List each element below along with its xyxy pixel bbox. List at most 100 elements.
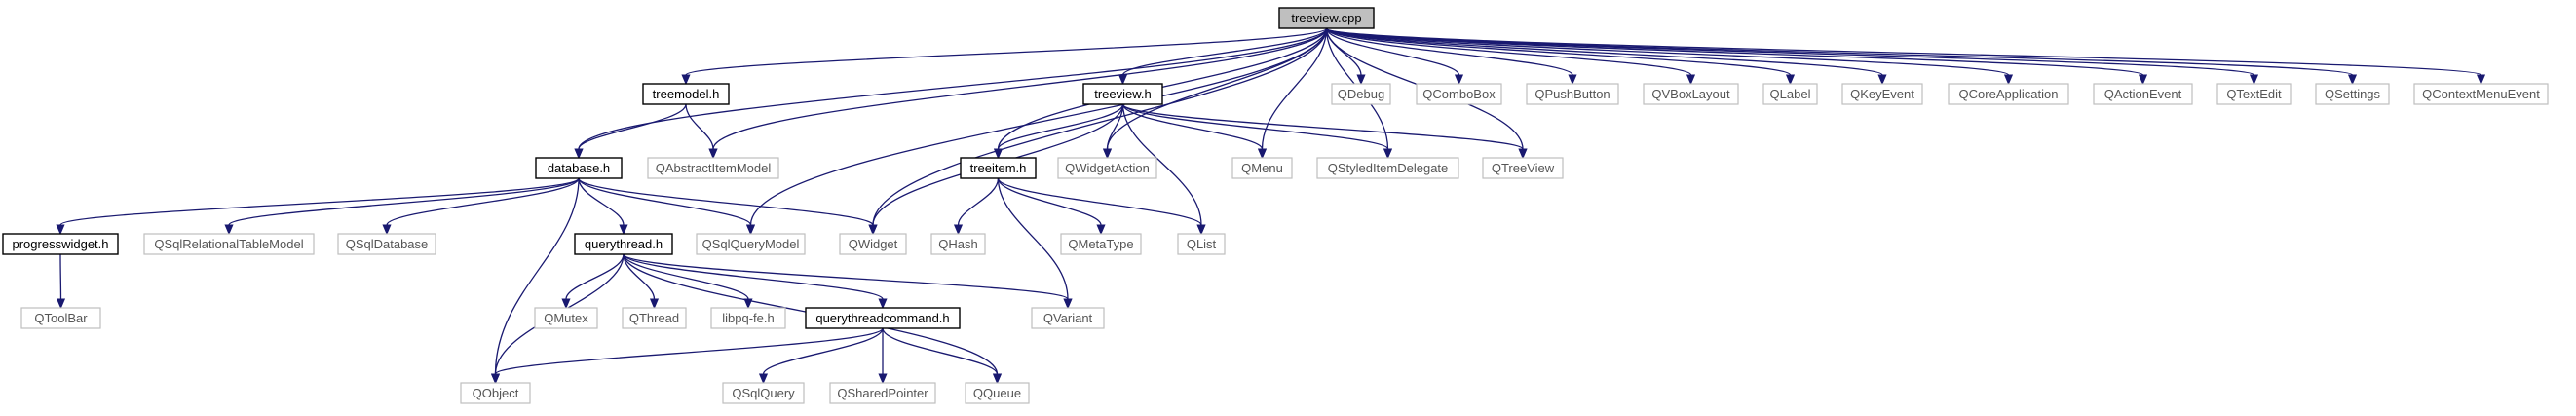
node-box bbox=[1031, 307, 1105, 329]
node-box bbox=[647, 157, 779, 179]
edge-line bbox=[685, 103, 714, 150]
node-box bbox=[20, 307, 101, 329]
edge-database-h-to-qsqldatabase bbox=[382, 177, 580, 236]
edge-line bbox=[957, 177, 1000, 226]
node-qsharedpointer: QSharedPointer bbox=[829, 382, 936, 404]
node-qlabel: QLabel bbox=[1762, 83, 1818, 105]
node-libpq-fe-h: libpq-fe.h bbox=[710, 307, 786, 329]
node-label: QSqlDatabase bbox=[346, 237, 429, 251]
node-box bbox=[1316, 157, 1459, 179]
edge-treeview-cpp-to-qkeyevent bbox=[1325, 27, 1887, 86]
edge-line bbox=[1325, 27, 2482, 76]
arrowhead-icon bbox=[1568, 74, 1577, 86]
edge-treeview-cpp-to-qpushbutton bbox=[1325, 27, 1577, 86]
node-qsqlquerymodel: QSqlQueryModel bbox=[696, 233, 806, 255]
arrowhead-icon bbox=[2476, 74, 2486, 86]
node-treeview-h[interactable]: treeview.h bbox=[1082, 83, 1163, 105]
edge-querythreadcommand-h-to-qqueue bbox=[882, 327, 1003, 385]
edge-line bbox=[1121, 103, 1264, 150]
node-label: QSettings bbox=[2325, 87, 2381, 101]
graph-edges bbox=[56, 27, 2486, 385]
edge-treeview-cpp-to-treeview-h bbox=[1118, 27, 1328, 86]
node-querythread-h[interactable]: querythread.h bbox=[574, 233, 673, 255]
arrowhead-icon bbox=[1102, 148, 1113, 160]
node-label: QSharedPointer bbox=[837, 386, 928, 400]
edge-line bbox=[1121, 103, 1389, 150]
node-label: QContextMenuEvent bbox=[2422, 87, 2540, 101]
edge-line bbox=[1325, 27, 1692, 76]
node-box bbox=[460, 382, 531, 404]
arrowhead-icon bbox=[1257, 148, 1268, 160]
node-label: QCoreApplication bbox=[1959, 87, 2059, 101]
node-box bbox=[642, 83, 730, 105]
arrowhead-icon bbox=[1063, 298, 1073, 310]
edge-line bbox=[1261, 27, 1328, 150]
arrowhead-icon bbox=[868, 224, 878, 236]
edge-treeview-cpp-to-qlabel bbox=[1325, 27, 1796, 86]
node-qabstractitemmodel: QAbstractItemModel bbox=[647, 157, 779, 179]
node-label: QTreeView bbox=[1492, 161, 1555, 175]
edge-line bbox=[1325, 27, 1362, 76]
node-treeview-cpp[interactable]: treeview.cpp bbox=[1278, 7, 1375, 29]
node-qhash: QHash bbox=[930, 233, 986, 255]
node-qvboxlayout: QVBoxLayout bbox=[1643, 83, 1739, 105]
arrowhead-icon bbox=[1785, 74, 1796, 86]
node-label: QWidget bbox=[849, 237, 898, 251]
edge-line bbox=[623, 253, 884, 300]
arrowhead-icon bbox=[490, 373, 501, 385]
arrowhead-icon bbox=[758, 373, 769, 385]
edge-treeview-cpp-to-qdebug bbox=[1325, 27, 1366, 86]
edge-line bbox=[578, 177, 625, 226]
node-box bbox=[1643, 83, 1739, 105]
node-qtoolbar: QToolBar bbox=[20, 307, 101, 329]
node-progresswidget-h[interactable]: progresswidget.h bbox=[2, 233, 119, 255]
node-label: QHash bbox=[938, 237, 977, 251]
edge-line bbox=[1121, 103, 1524, 150]
edge-treeview-cpp-to-qcombobox bbox=[1325, 27, 1464, 86]
edge-line bbox=[623, 253, 1069, 300]
node-box bbox=[1060, 233, 1142, 255]
node-box bbox=[1331, 83, 1391, 105]
node-label: querythread.h bbox=[585, 237, 663, 251]
node-label: progresswidget.h bbox=[13, 237, 109, 251]
arrowhead-icon bbox=[745, 224, 756, 236]
node-qpushbutton: QPushButton bbox=[1526, 83, 1619, 105]
node-qthread: QThread bbox=[622, 307, 687, 329]
node-qobject: QObject bbox=[460, 382, 531, 404]
edge-database-h-to-querythread-h bbox=[578, 177, 628, 236]
node-label: QObject bbox=[473, 386, 519, 400]
edge-line bbox=[565, 253, 625, 300]
node-treeitem-h[interactable]: treeitem.h bbox=[960, 157, 1037, 179]
node-box bbox=[1841, 83, 1923, 105]
edge-line bbox=[872, 27, 1328, 226]
arrowhead-icon bbox=[2347, 74, 2358, 86]
node-qqueue: QQueue bbox=[965, 382, 1030, 404]
node-box bbox=[574, 233, 673, 255]
arrowhead-icon bbox=[681, 74, 691, 86]
node-querythreadcommand-h[interactable]: querythreadcommand.h bbox=[805, 307, 961, 329]
edge-querythreadcommand-h-to-qsqlquery bbox=[758, 327, 884, 385]
node-database-h[interactable]: database.h bbox=[535, 157, 623, 179]
node-qcontextmenuevent: QContextMenuEvent bbox=[2413, 83, 2549, 105]
node-qsqlquery: QSqlQuery bbox=[722, 382, 805, 404]
node-box bbox=[2315, 83, 2390, 105]
edge-database-h-to-qsqlrelationaltablemodel bbox=[224, 177, 580, 236]
edge-line bbox=[1325, 27, 1792, 76]
node-label: treeitem.h bbox=[970, 161, 1027, 175]
node-label: libpq-fe.h bbox=[722, 311, 774, 325]
edge-querythreadcommand-h-to-qobject bbox=[490, 327, 884, 385]
node-label: QQueue bbox=[973, 386, 1021, 400]
edge-line bbox=[228, 177, 580, 226]
arrowhead-icon bbox=[1877, 74, 1887, 86]
node-treemodel-h[interactable]: treemodel.h bbox=[642, 83, 730, 105]
edge-database-h-to-qwidget bbox=[578, 177, 878, 236]
node-label: QMetaType bbox=[1068, 237, 1133, 251]
node-label: QSqlRelationalTableModel bbox=[154, 237, 303, 251]
edge-line bbox=[578, 177, 752, 226]
node-label: treeview.h bbox=[1094, 87, 1152, 101]
arrowhead-icon bbox=[224, 224, 234, 236]
node-label: QVBoxLayout bbox=[1651, 87, 1730, 101]
node-qcoreapplication: QCoreApplication bbox=[1948, 83, 2069, 105]
arrowhead-icon bbox=[1096, 224, 1106, 236]
arrowhead-icon bbox=[1518, 148, 1528, 160]
